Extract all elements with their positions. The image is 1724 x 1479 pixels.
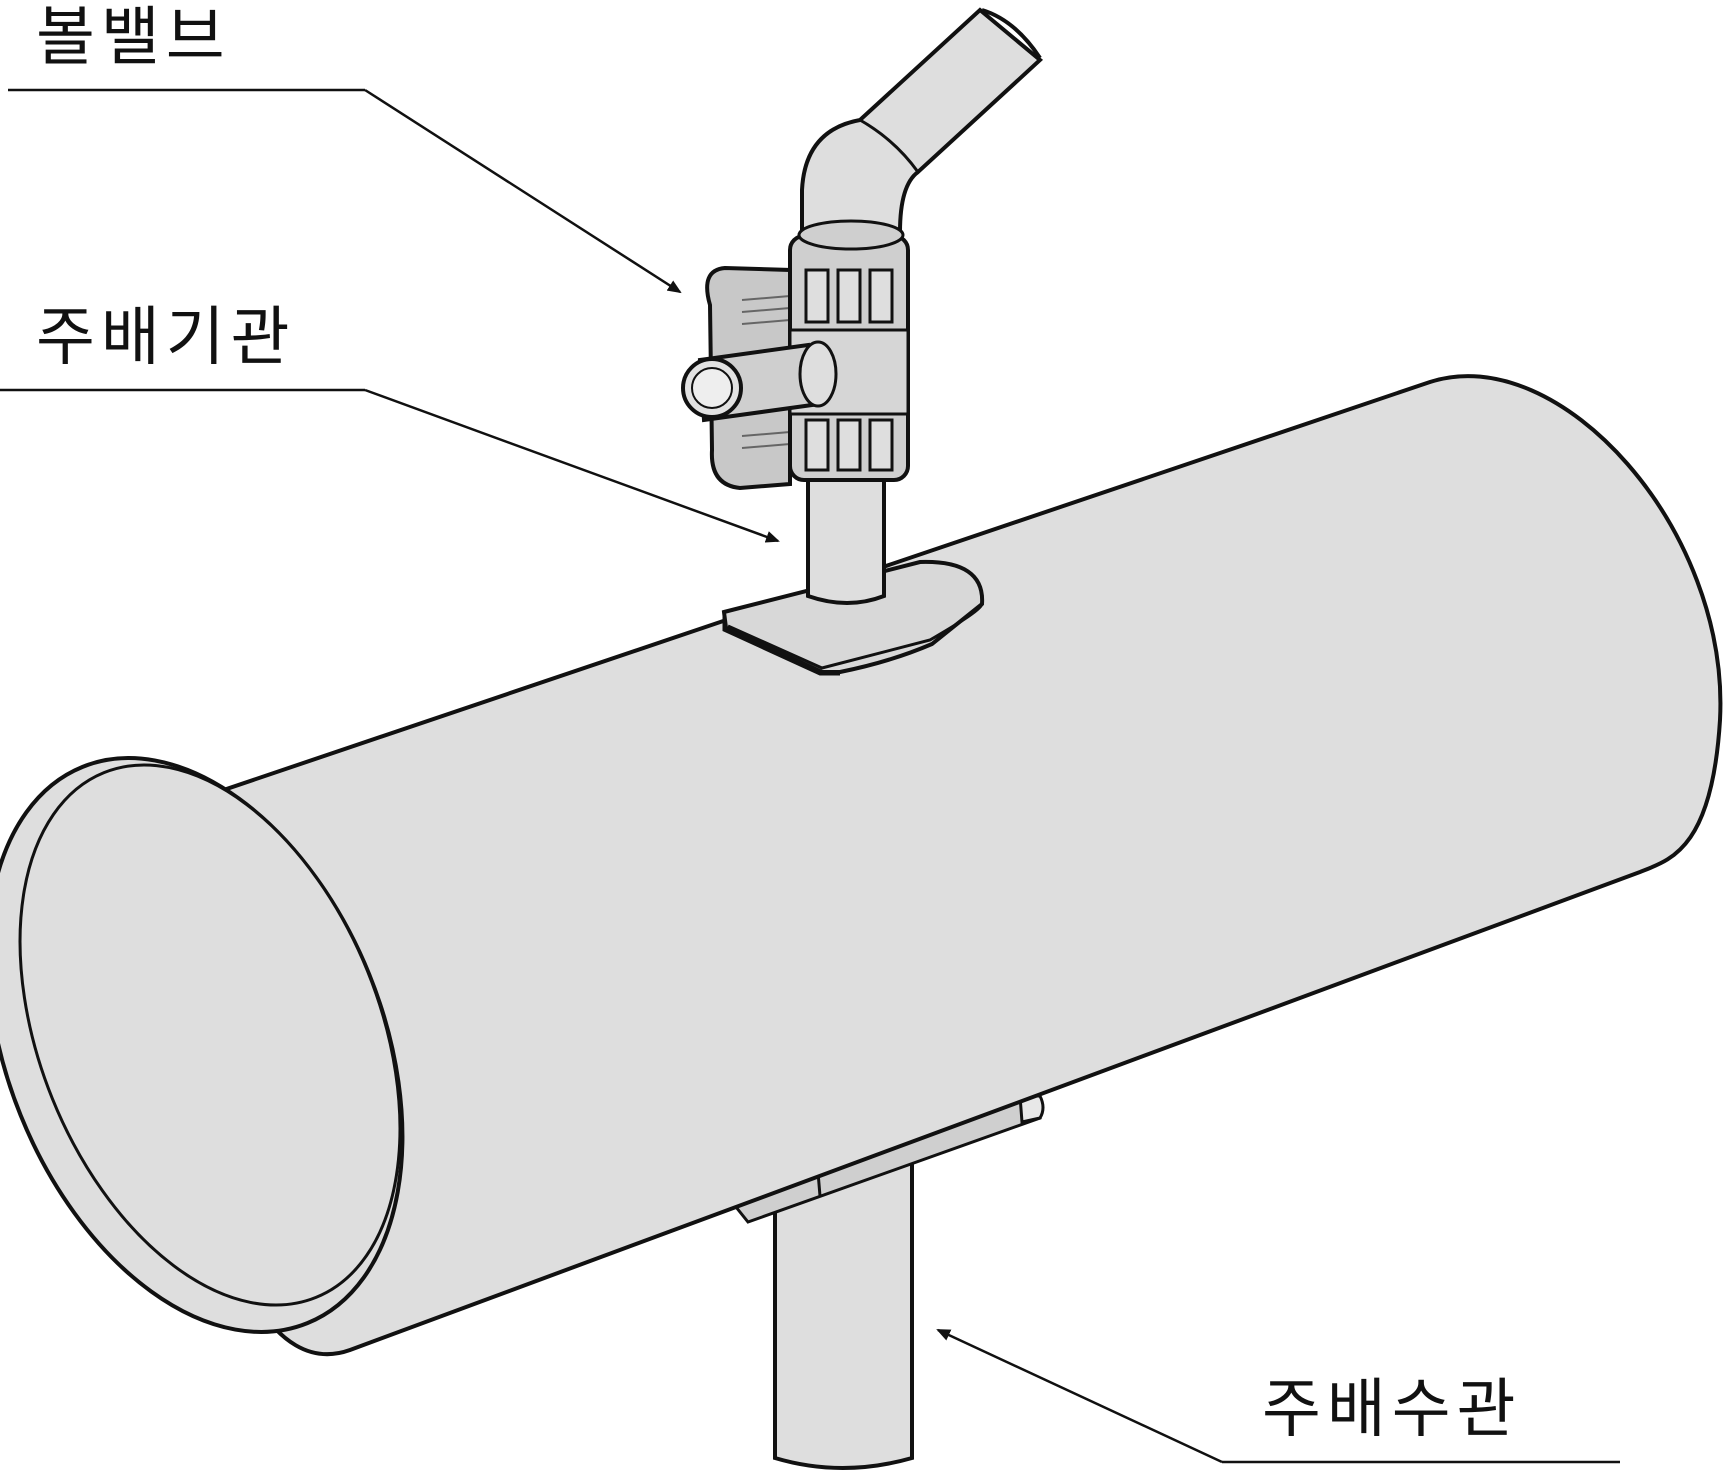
vent-riser: [806, 473, 886, 605]
label-main-vent-pipe: 주배기관: [36, 301, 296, 375]
leader-line-main-vent-pipe: [0, 388, 780, 543]
elbow-outlet-pipe: [797, 7, 1044, 251]
leader-line-main-drain-pipe: [936, 1328, 1620, 1464]
drain-pipe: [773, 1148, 914, 1470]
top-saddle-flange: [721, 559, 985, 676]
label-ball-valve: 볼밸브: [36, 1, 231, 75]
ball-valve: [681, 234, 910, 491]
label-main-drain-pipe: 주배수관: [1262, 1373, 1522, 1447]
leader-line-ball-valve: [8, 88, 682, 294]
main-pipe: [0, 374, 1723, 1357]
